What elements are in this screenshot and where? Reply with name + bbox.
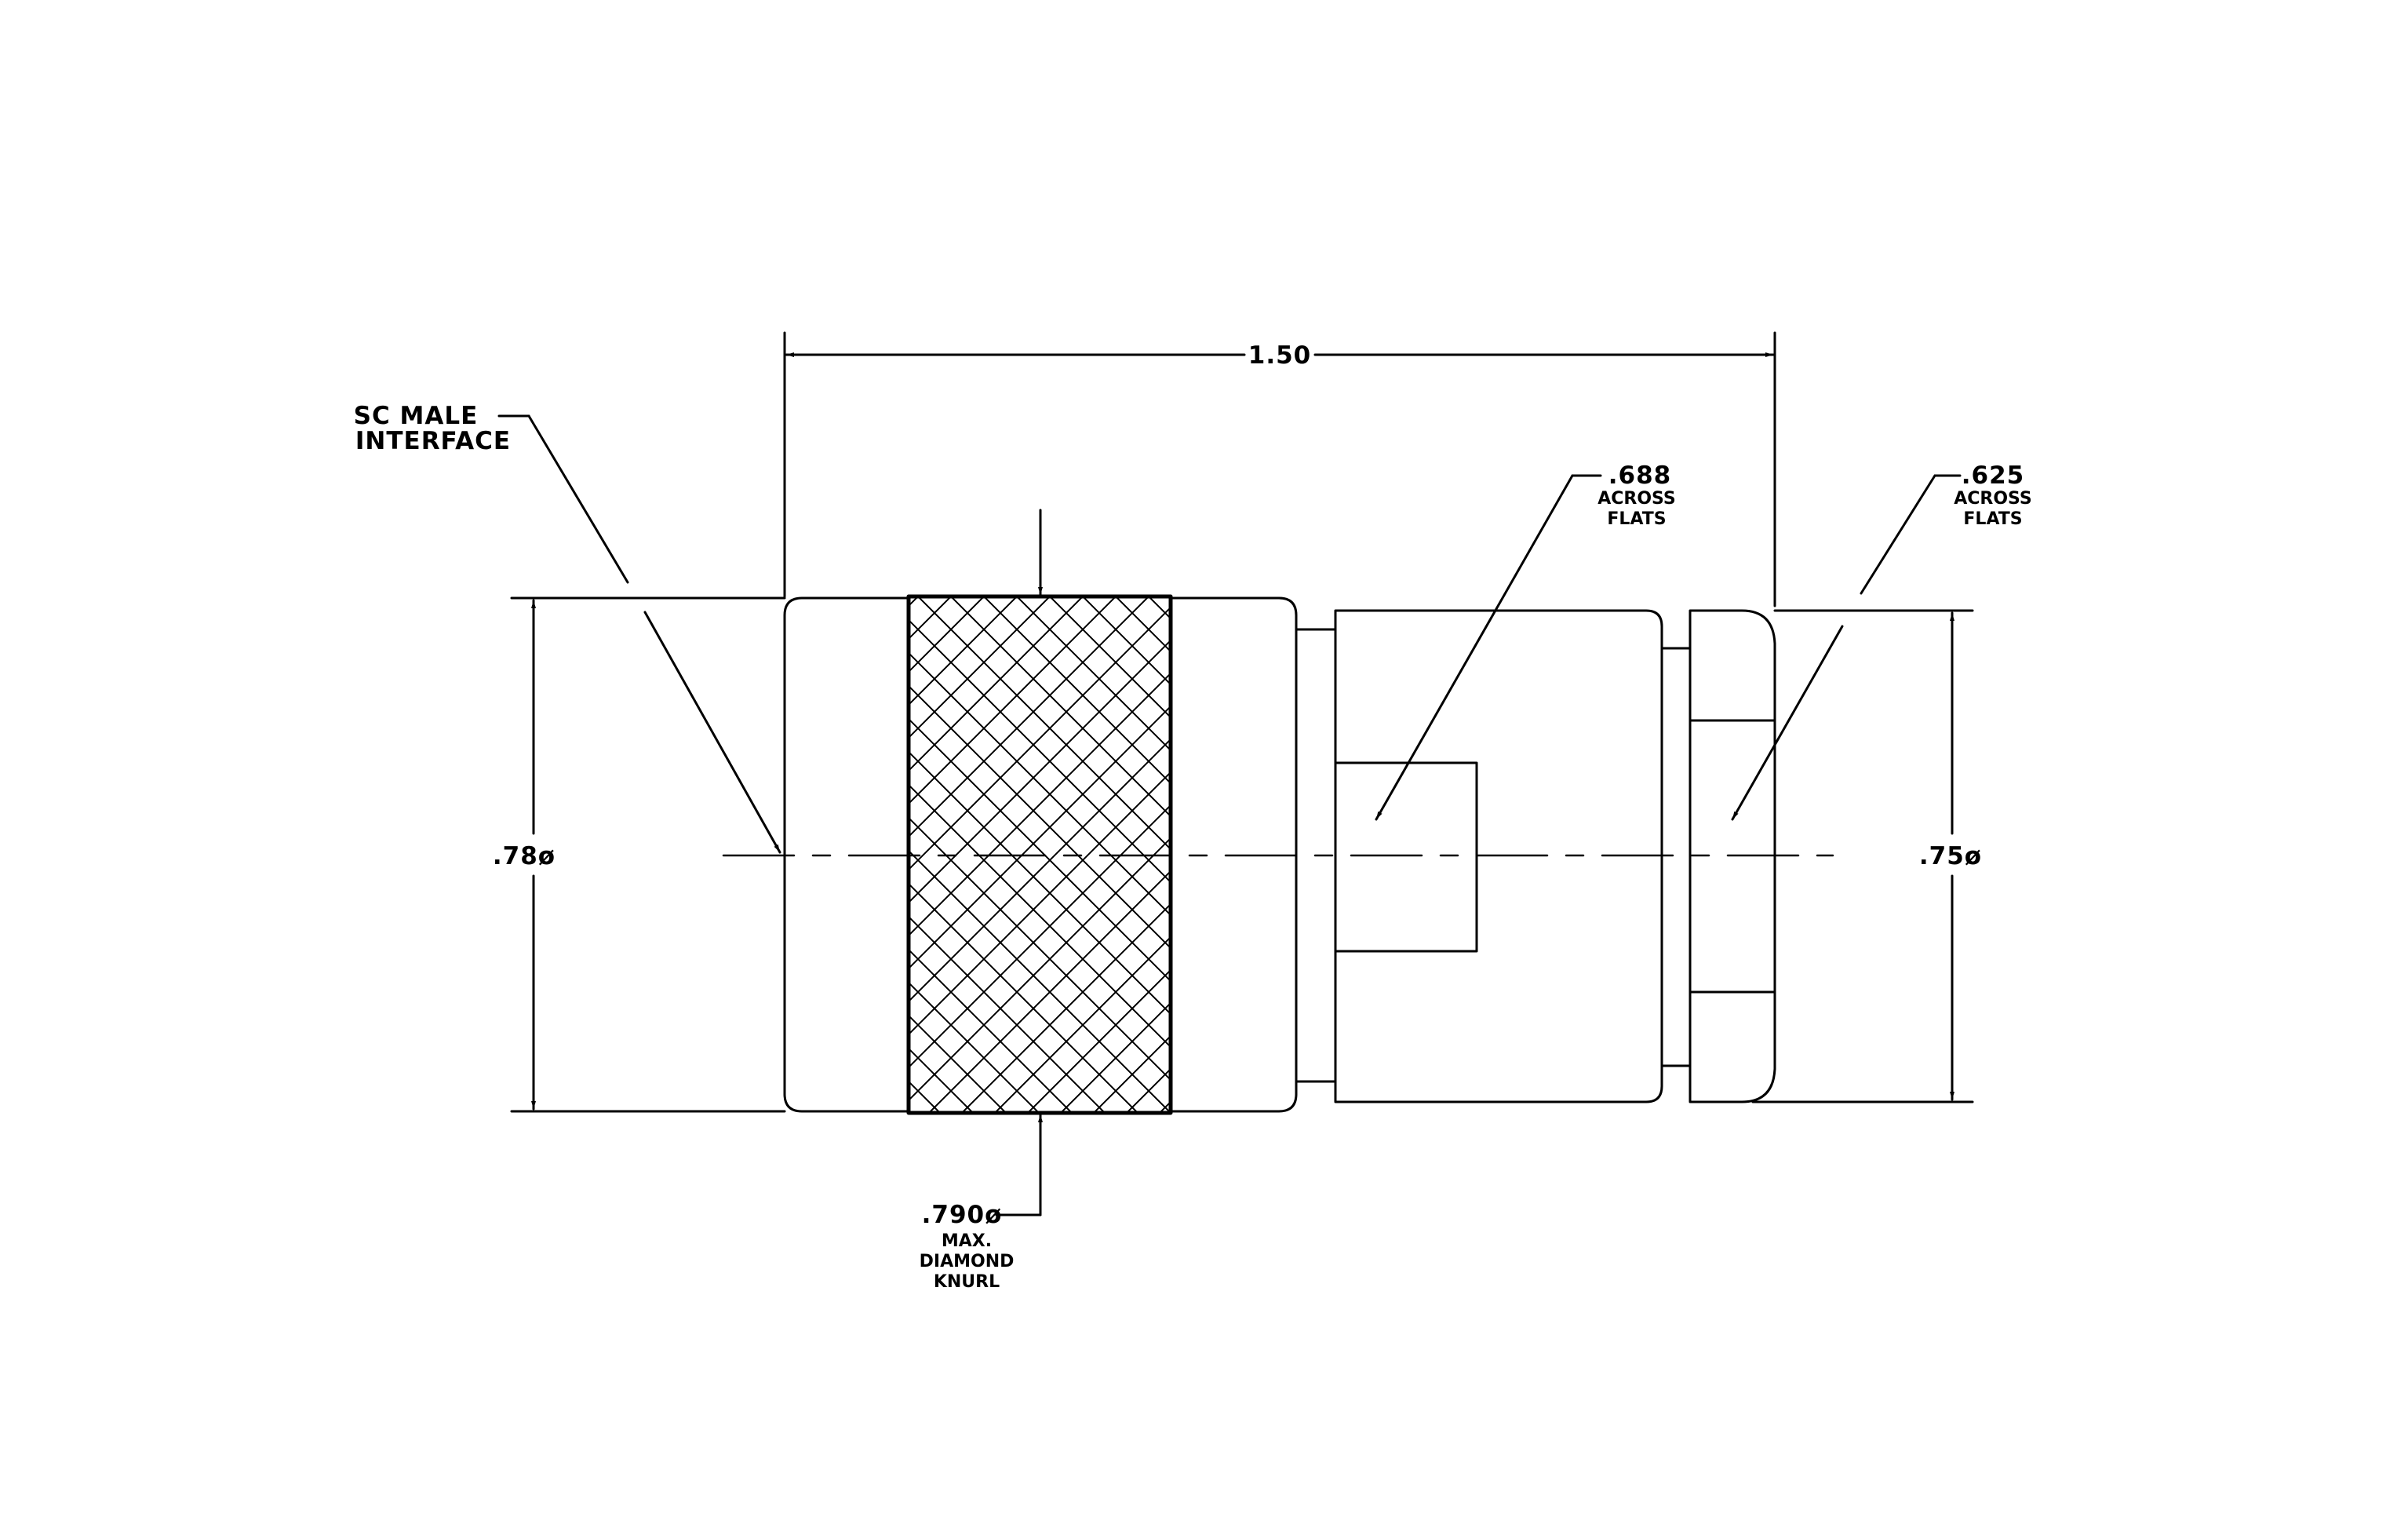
overall-length-label: 1.50 xyxy=(1248,341,1312,370)
knurl-line xyxy=(994,934,1172,1113)
knurl-line xyxy=(907,637,1172,906)
knurl-line xyxy=(6,596,523,1113)
body-diameter-label: .78ø xyxy=(493,842,556,870)
leader-hex-625 xyxy=(1731,474,1962,821)
knurl-line xyxy=(1049,596,1172,720)
hex-688-line3: FLATS xyxy=(1607,509,1666,529)
rear-nut-625 xyxy=(1689,609,1776,1103)
knurl-line xyxy=(907,736,1172,1005)
knurl-line xyxy=(204,596,720,1113)
hex-688-value: .688 xyxy=(1608,461,1672,490)
knurl-line xyxy=(961,901,1172,1113)
knurl-line3: DIAMOND xyxy=(920,1252,1015,1271)
knurl-line xyxy=(907,947,1073,1113)
gap-section xyxy=(1660,647,1692,1067)
knurl-line xyxy=(907,596,1117,807)
knurl-line xyxy=(907,914,1106,1113)
knurl-line xyxy=(907,979,1040,1113)
knurl-line xyxy=(983,596,1172,786)
labels: 1.50 .78ø .75ø SC MALE INTERFACE .688 AC… xyxy=(354,341,2032,1292)
knurl-line xyxy=(1060,1000,1172,1113)
leader-sc-male-interface xyxy=(497,414,781,854)
knurl-line xyxy=(1610,596,2126,1113)
knurl-line xyxy=(907,769,1172,1038)
knurl-line xyxy=(907,596,1018,708)
knurl-line xyxy=(907,596,1051,741)
knurl-hatch xyxy=(0,596,2159,1113)
hex-688-line2: ACROSS xyxy=(1597,489,1676,509)
knurl-line xyxy=(0,596,424,1113)
knurl-line xyxy=(1643,596,2159,1113)
dimension-knurl-diameter xyxy=(995,509,1043,1216)
dimension-overall-length xyxy=(783,331,1776,607)
knurl-line xyxy=(917,596,1172,852)
interface-label-line2: INTERFACE xyxy=(355,427,511,455)
leader-hex-688 xyxy=(1375,474,1602,821)
dimension-body-diameter xyxy=(510,596,786,1113)
knurl-line xyxy=(907,881,1138,1113)
knurl-line xyxy=(950,596,1172,819)
knurl-line xyxy=(39,596,556,1113)
hex-625-value: .625 xyxy=(1962,461,2025,490)
dimension-rear-diameter xyxy=(1751,609,1974,1103)
knurl-line xyxy=(171,596,687,1113)
knurl-line xyxy=(1027,967,1172,1113)
hex-625-line2: ACROSS xyxy=(1954,489,2032,509)
knurl-line xyxy=(0,596,457,1113)
diamond-knurl-band xyxy=(0,594,2159,1115)
knurl-line xyxy=(928,868,1172,1113)
hex-688-body xyxy=(1334,609,1663,1103)
knurl-line xyxy=(1016,596,1172,753)
knurl-value: .790ø xyxy=(922,1201,1003,1229)
knurl-line4: KNURL xyxy=(934,1272,1000,1292)
rear-diameter-label: .75ø xyxy=(1919,842,1982,870)
knurl-line xyxy=(907,604,1172,873)
hex-625-line3: FLATS xyxy=(1963,509,2022,529)
knurl-line xyxy=(138,596,654,1113)
knurl-line xyxy=(907,1012,1007,1113)
knurl-line xyxy=(907,596,1084,774)
interface-label-line1: SC MALE xyxy=(354,402,479,430)
knurl-line xyxy=(907,596,1149,840)
knurl-line xyxy=(907,596,919,609)
neck-section xyxy=(1295,628,1337,1083)
knurl-line2: MAX. xyxy=(942,1231,992,1251)
knurl-line xyxy=(0,596,490,1113)
knurl-line xyxy=(369,596,885,1113)
knurl-line xyxy=(0,596,391,1113)
